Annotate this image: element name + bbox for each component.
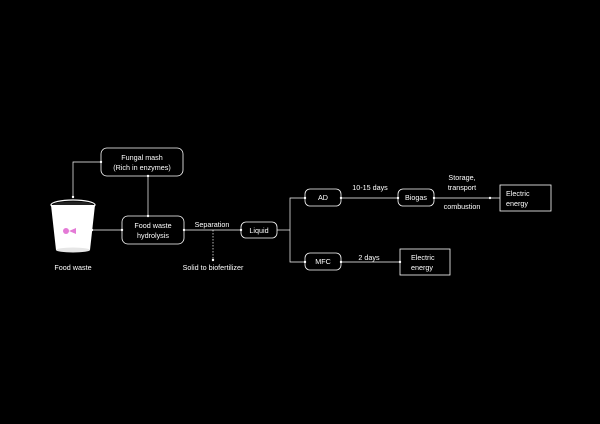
mfc-label: MFC [315, 257, 331, 266]
connector-separation-to-solid [211, 230, 215, 262]
electric-energy-box-2 [399, 248, 451, 276]
ad-duration-label: 10-15 days [352, 183, 388, 192]
mfc-duration-label: 2 days [358, 253, 380, 262]
storage-label: Storage, [448, 173, 475, 182]
connector-biogas-to-electric [432, 196, 500, 200]
hydrolysis-line-2: hydrolysis [137, 231, 169, 240]
food-waste-cup-icon [50, 199, 96, 253]
hydrolysis-line-1: Food waste [134, 221, 171, 230]
connector-mfc-to-electric [339, 260, 402, 264]
connector-fungal-mash-to-hydrolysis [146, 174, 150, 218]
liquid-label: Liquid [249, 226, 268, 235]
connector-cup-to-hydrolysis [90, 228, 124, 232]
biogas-label: Biogas [405, 193, 427, 202]
separation-label: Separation [195, 220, 230, 229]
fungal-mash-subtitle: (Rich in enzymes) [113, 163, 171, 172]
connector-ad-to-biogas [339, 196, 400, 200]
fungal-mash-title: Fungal mash [121, 153, 163, 162]
connector-hydrolysis-to-liquid [182, 228, 243, 232]
connector-liquid-branch [277, 196, 307, 264]
connector-cup-to-fungal-mash [71, 160, 103, 199]
electric-energy-1-line-2: energy [506, 199, 528, 208]
transport-label: transport [448, 183, 476, 192]
electric-energy-1-line-1: Electric [506, 189, 530, 198]
food-waste-label: Food waste [54, 263, 91, 272]
electric-energy-2-line-1: Electric [411, 253, 435, 262]
electric-energy-2-line-2: energy [411, 263, 433, 272]
fish-logo-icon [62, 227, 78, 235]
solid-biofertilizer-label: Solid to biofertilizer [183, 263, 244, 272]
ad-label: AD [318, 193, 328, 202]
combustion-label: combustion [444, 202, 481, 211]
